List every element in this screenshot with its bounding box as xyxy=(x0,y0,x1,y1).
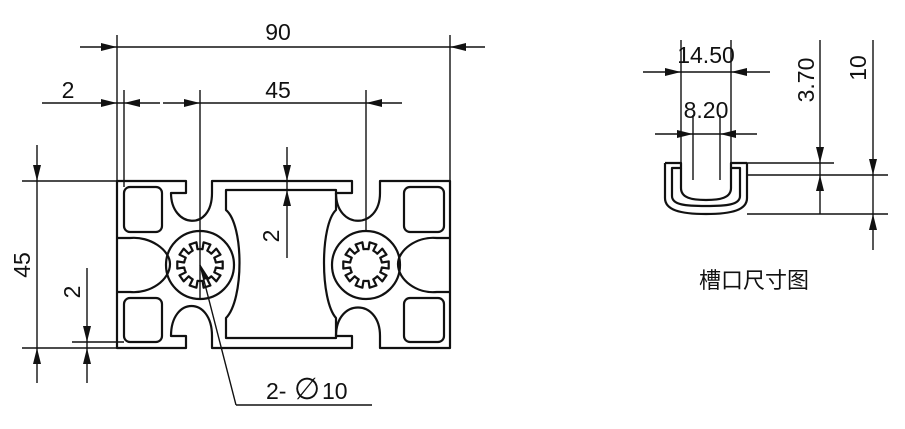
extrusion-profile xyxy=(115,179,452,350)
profile-outer-contour xyxy=(115,179,452,350)
dim-slot-opening-inner-label: 8.20 xyxy=(684,97,729,123)
dim-slot-lip-depth-label: 3.70 xyxy=(793,58,819,103)
profile-cavity-top-right xyxy=(402,185,446,234)
dim-height-label: 45 xyxy=(9,252,35,278)
dim-slot-depth: 10 xyxy=(845,40,877,250)
dim-overall-width-label: 90 xyxy=(265,19,291,45)
profile-cavity-bottom-left xyxy=(122,296,164,344)
diameter-symbol: ∅ xyxy=(294,373,320,406)
profile-cavity-bottom-right xyxy=(402,296,446,344)
dim-slot-lip-depth: 3.70 xyxy=(793,40,824,214)
dim-slot-opening-outer-label: 14.50 xyxy=(677,42,735,68)
dim-hole-diameter: 2- ∅ 10 xyxy=(199,264,372,406)
slot-detail-outline xyxy=(663,161,749,216)
profile-dimensions: 90 2 45 45 xyxy=(9,19,485,406)
dim-slot-pitch: 45 xyxy=(163,77,402,107)
profile-right-slot xyxy=(396,236,450,294)
dim-overall-width: 90 xyxy=(80,19,485,51)
dim-bottom-wall-label: 2 xyxy=(59,286,85,299)
dim-hole-count-label: 2- xyxy=(266,378,286,404)
dim-slot-depth-label: 10 xyxy=(845,55,871,81)
dim-bottom-wall: 2 xyxy=(59,268,124,383)
dim-edge-wall-label: 2 xyxy=(62,77,75,103)
dim-slot-pitch-label: 45 xyxy=(265,77,291,103)
dim-cavity-wall-label: 2 xyxy=(258,230,284,243)
slot-detail: 14.50 8.20 3.70 10 槽口尺寸图 xyxy=(643,40,888,294)
center-hole-right xyxy=(342,241,390,289)
dim-hole-diameter-label: 10 xyxy=(322,378,348,404)
dim-slot-opening-outer: 14.50 xyxy=(643,42,770,76)
profile-cavity-top-left xyxy=(122,185,164,234)
dim-slot-opening-inner: 8.20 xyxy=(655,97,757,138)
dim-edge-wall: 2 xyxy=(42,77,160,107)
center-hole-left xyxy=(176,241,224,289)
dim-cavity-wall: 2 xyxy=(258,147,291,258)
slot-detail-inner xyxy=(679,168,733,202)
slot-detail-caption: 槽口尺寸图 xyxy=(699,269,809,294)
dim-height: 45 xyxy=(9,145,117,383)
profile-center-cavity xyxy=(224,188,338,340)
profile-left-slot xyxy=(117,236,172,294)
